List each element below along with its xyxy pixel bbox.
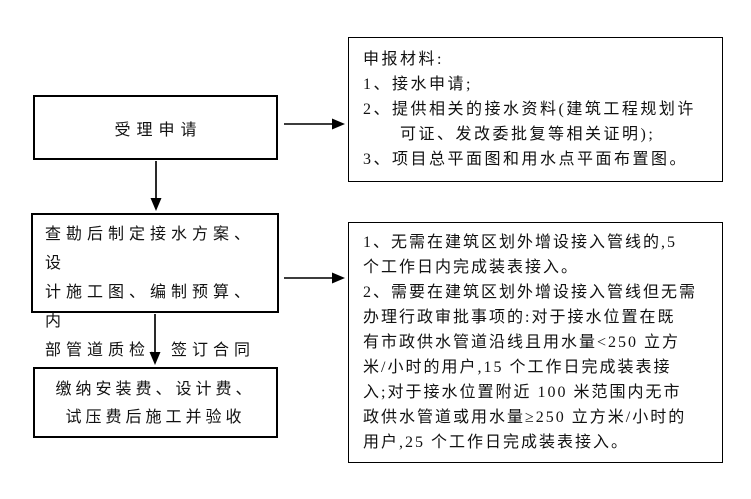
arrow-accept-to-survey-icon [150, 161, 162, 211]
node-survey-design-contract: 查勘后制定接水方案、设 计施工图、编制预算、内 部管道质检、签订合同 [31, 213, 279, 359]
note-connection-timelines: 1、无需在建筑区划外增设接入管线的,5 个工作日内完成装表接入。 2、需要在建筑… [348, 222, 723, 463]
note-application-materials: 申报材料: 1、接水申请; 2、提供相关的接水资料(建筑工程规划许 可证、发改委… [348, 37, 723, 182]
node-accept-application: 受理申请 [33, 95, 278, 160]
arrow-survey-to-timelines-icon [284, 272, 345, 284]
node-pay-construct-accept: 缴纳安装费、设计费、 试压费后施工并验收 [33, 367, 278, 438]
node-accept-application-label: 受理申请 [114, 121, 203, 139]
arrow-accept-to-materials-icon [284, 118, 345, 130]
